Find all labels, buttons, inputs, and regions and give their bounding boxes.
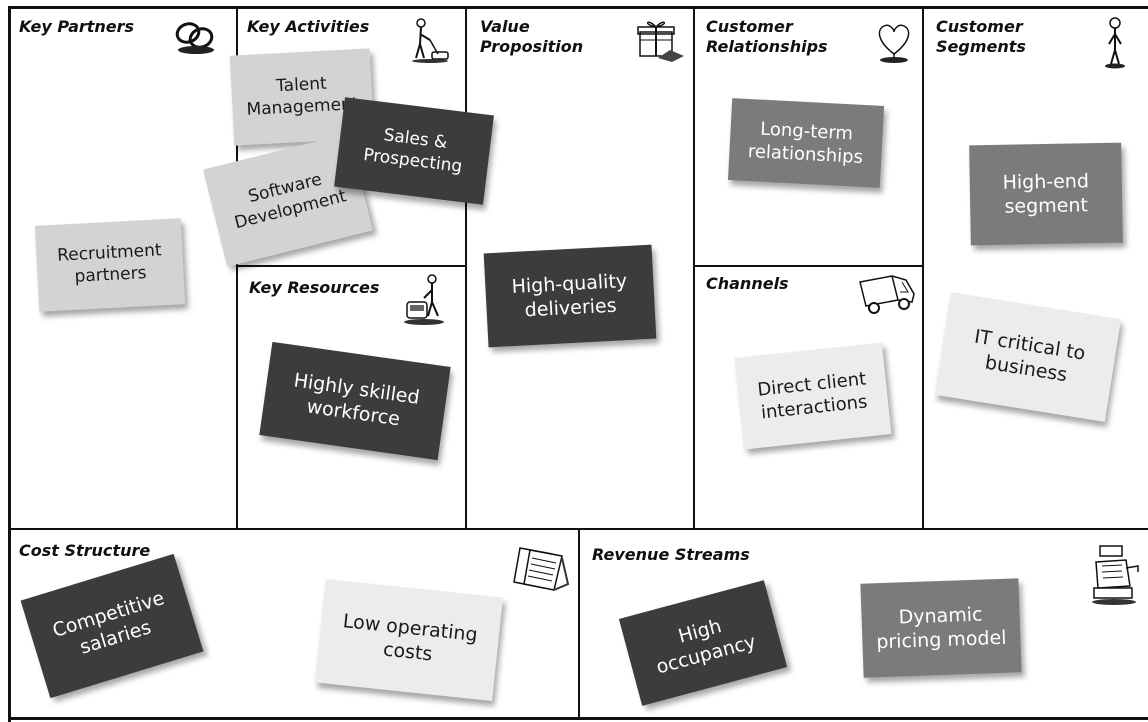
heading-customer-segments-line1: Customer [936,17,1023,36]
heading-value-proposition-line2: Proposition [480,37,584,56]
heading-customer-relationships: Customer Relationships [706,17,828,57]
top-border [8,6,1148,9]
heading-customer-relationships-line2: Relationships [706,37,828,56]
divider-value-relationships [693,6,695,530]
heading-key-activities: Key Activities [247,17,370,36]
note-dynamic-pricing-model: Dynamic pricing model [860,578,1022,678]
delivery-truck-icon [859,275,915,314]
note-it-critical-to-business: IT critical to business [934,292,1122,422]
heading-key-resources: Key Resources [249,278,380,297]
heading-customer-segments-line2: Segments [936,37,1026,56]
heart-icon [878,24,910,63]
linked-rings-icon [175,22,214,54]
person-vacuuming-icon [412,18,449,63]
note-long-term-relationships: Long-term relationships [727,98,885,188]
heading-revenue-streams: Revenue Streams [592,545,750,564]
cash-register-icon [1092,545,1139,605]
note-high-quality-deliveries: High-quality deliveries [483,244,657,348]
note-high-occupancy: High occupancy [618,580,788,706]
note-recruitment-partners: Recruitment partners [34,218,186,312]
divider-relationships-channels [693,265,924,267]
gift-box-icon [637,21,684,62]
person-with-machine-icon [404,274,444,325]
divider-activities-resources [236,265,467,267]
heading-channels: Channels [706,274,789,293]
heading-value-proposition-line1: Value [480,17,530,36]
heading-key-partners: Key Partners [19,17,135,36]
note-highly-skilled-workforce: Highly skilled workforce [259,341,451,461]
note-low-operating-costs: Low operating costs [315,578,503,702]
heading-customer-segments: Customer Segments [936,17,1026,57]
note-competitive-salaries: Competitive salaries [20,553,204,699]
note-high-end-segment: High-end segment [969,142,1123,246]
standing-person-icon [1105,17,1125,69]
divider-relationships-segments [922,6,924,530]
note-sales-prospecting: Sales & Prospecting [334,97,494,205]
note-direct-client-interactions: Direct client interactions [734,342,892,450]
heading-value-proposition: Value Proposition [480,17,583,57]
left-border [8,6,11,722]
heading-customer-relationships-line1: Customer [706,17,793,36]
receipt-papers-icon [513,547,570,591]
divider-cost-revenue [578,528,580,720]
divider-partners-activities [236,6,238,530]
divider-activities-value [465,6,467,530]
heading-cost-structure: Cost Structure [19,541,151,560]
